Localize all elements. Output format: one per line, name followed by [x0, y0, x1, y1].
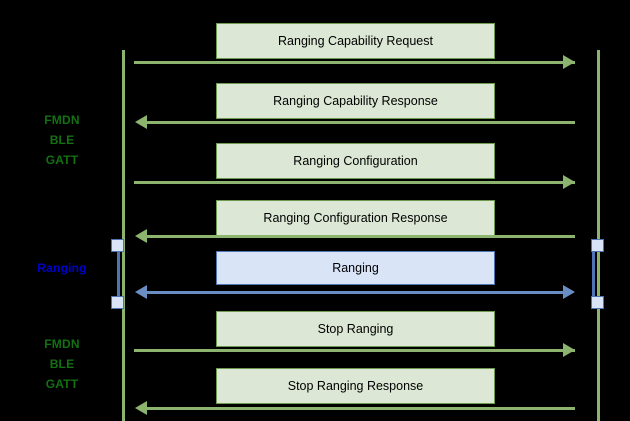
arrow-head-right-icon: [563, 175, 575, 189]
message-box-stop-ranging: Stop Ranging: [216, 311, 495, 347]
arrow-head-right-icon: [563, 343, 575, 357]
ranging-node-right-top: [591, 239, 604, 252]
message-box-ranging-configuration-response: Ranging Configuration Response: [216, 200, 495, 236]
arrow-head-left-icon: [135, 115, 147, 129]
message-arrow-ranging: [146, 291, 563, 294]
phase-label-fmdn-ble-gatt-bottom: FMDN BLE GATT: [44, 337, 80, 391]
phase-label-ranging: Ranging: [37, 261, 87, 275]
ranging-node-left-bottom: [111, 296, 124, 309]
message-box-ranging-configuration: Ranging Configuration: [216, 143, 495, 179]
ranging-activation-bar-right: [592, 245, 595, 303]
ranging-activation-bar-left: [117, 245, 120, 303]
message-arrow-ranging-capability-request: [134, 61, 575, 64]
arrow-head-left-icon: [135, 401, 147, 415]
message-box-stop-ranging-response: Stop Ranging Response: [216, 368, 495, 404]
message-arrow-stop-ranging: [134, 349, 575, 352]
arrow-head-right-icon: [563, 285, 575, 299]
right-lifeline: [597, 50, 600, 421]
message-arrow-ranging-configuration: [134, 181, 575, 184]
phase-label-fmdn-ble-gatt-top: FMDN BLE GATT: [44, 113, 80, 167]
arrow-head-left-icon: [135, 229, 147, 243]
ranging-node-left-top: [111, 239, 124, 252]
message-box-ranging-capability-response: Ranging Capability Response: [216, 83, 495, 119]
message-box-ranging: Ranging: [216, 251, 495, 285]
message-arrow-ranging-configuration-response: [146, 235, 575, 238]
message-arrow-ranging-capability-response: [146, 121, 575, 124]
message-box-ranging-capability-request: Ranging Capability Request: [216, 23, 495, 59]
message-arrow-stop-ranging-response: [146, 407, 575, 410]
arrow-head-left-icon: [135, 285, 147, 299]
ranging-node-right-bottom: [591, 296, 604, 309]
arrow-head-right-icon: [563, 55, 575, 69]
left-lifeline: [122, 50, 125, 421]
